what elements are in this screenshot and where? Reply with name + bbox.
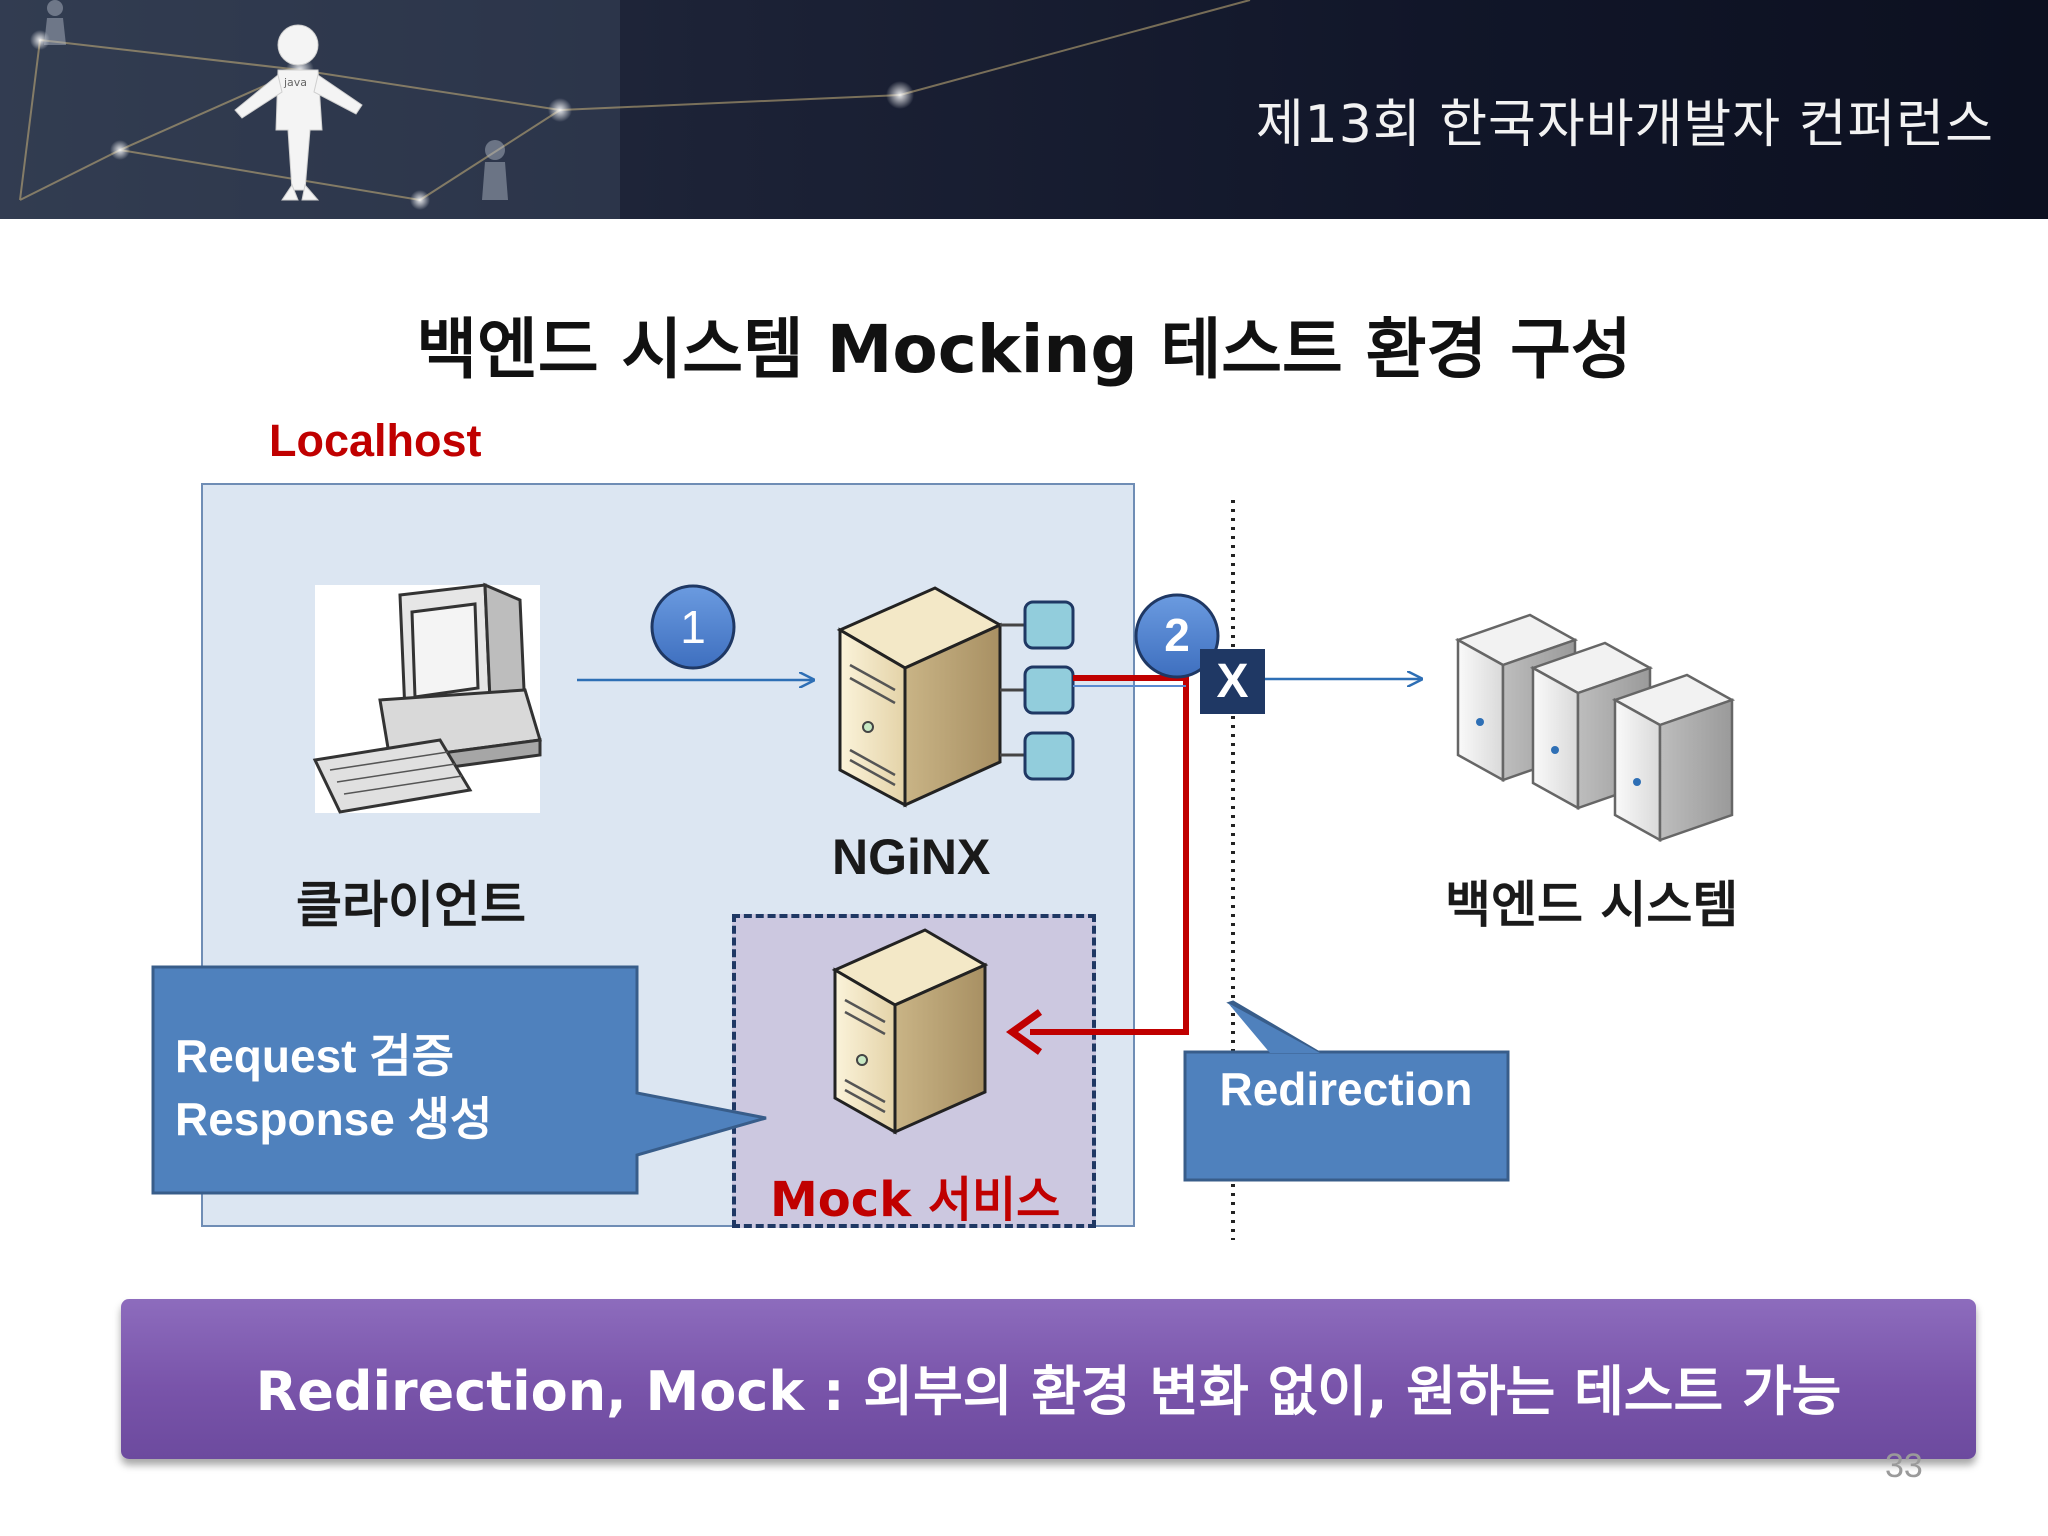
step-2-badge (1134, 593, 1220, 679)
callout-request-shape (151, 965, 767, 1195)
constellation-graphic: java (0, 0, 1251, 219)
mascot-badge: java (283, 76, 307, 89)
backend-servers-icon (1454, 613, 1736, 843)
callout-request-line2: Response 생성 (175, 1093, 493, 1145)
nginx-server-icon (836, 586, 1004, 808)
step-1-number: 1 (680, 601, 706, 653)
summary-banner: Redirection, Mock : 외부의 환경 변화 없이, 원하는 테스… (121, 1299, 1976, 1459)
blocked-mark: X (1200, 649, 1265, 714)
page-number: 33 (1885, 1447, 1923, 1485)
mock-server-icon (831, 928, 989, 1135)
java-mascot-icon (234, 24, 363, 201)
summary-text: Redirection, Mock : 외부의 환경 변화 없이, 원하는 테스… (255, 1360, 1842, 1423)
localhost-label: Localhost (269, 415, 482, 466)
nginx-port-squares (1000, 600, 1075, 781)
client-label: 클라이언트 (296, 876, 526, 934)
client-computer-icon (312, 582, 542, 814)
callout-request-line1: Request 검증 (175, 1030, 454, 1082)
backend-system-label: 백엔드 시스템 (1445, 876, 1739, 934)
nginx-label: NGiNX (832, 829, 991, 885)
redirection-path (1005, 675, 1189, 1055)
mock-service-label: Mock 서비스 (770, 1172, 1061, 1228)
step-1-badge (650, 584, 736, 670)
conference-title: 제13회 한국자바개발자 컨퍼런스 (1255, 95, 1994, 155)
slide-title: 백엔드 시스템 Mocking 테스트 환경 구성 (416, 311, 1632, 388)
callout-redirection-text: Redirection (1219, 1063, 1473, 1115)
header-banner: java 제13회 한국자바개발자 컨퍼런스 (0, 0, 2048, 219)
step-2-number: 2 (1164, 609, 1190, 661)
